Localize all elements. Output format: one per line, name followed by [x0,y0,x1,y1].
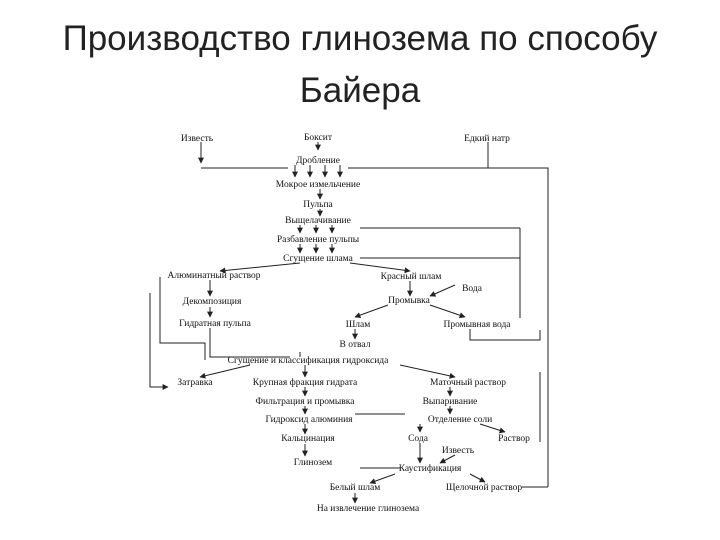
node-mokroe-izmelchenie: Мокрое измельчение [276,180,360,190]
flow-nodes: Известь Боксит Едкий натр Дробление Мокр… [167,133,530,514]
node-matochny-rastvor: Маточный раствор [430,377,506,388]
node-sgushchenie-shlama: Сгущение шлама [283,254,353,264]
node-gidratnaya-pulpa: Гидратная пульпа [179,319,252,329]
node-kalcinaciya: Кальцинация [281,434,335,444]
node-shlam: Шлам [346,320,371,330]
node-voda: Вода [462,284,483,294]
node-izvest-2: Известь [442,446,475,456]
node-razbavlenie-pulpy: Разбавление пульпы [277,234,360,245]
node-gidroksid-alyuminiya: Гидроксид алюминия [265,415,353,425]
node-izvest: Известь [181,134,214,144]
node-sgushchenie-gidroksida: Сгущение и классификация гидроксида [228,355,389,366]
node-bely-shlam: Белый шлам [330,482,381,493]
node-glinozem: Глинозем [294,458,332,468]
node-vyshchelachivanie: Выщелачивание [285,216,351,226]
node-dekompoziciya: Декомпозиция [183,297,242,307]
node-na-izvlechenie: На извлечение глинозема [317,504,420,514]
node-filtraciya: Фильтрация и промывка [256,397,356,407]
flow-connectors [149,142,549,504]
node-otdelenie-soli: Отделение соли [428,415,492,425]
node-edkiy-natr: Едкий натр [464,133,510,144]
node-droblenie: Дробление [296,155,340,166]
node-promyvka: Промывка [388,296,431,306]
node-zatravka: Затравка [177,378,213,388]
node-vyparivanie: Выпаривание [423,397,478,407]
slide-title-line-1: Производство глинозема по способу [62,19,658,58]
node-kaustifikaciya: Каустификация [399,463,462,474]
slide-title-line-2: Байера [299,71,421,110]
node-krupnaya-frakciya: Крупная фракция гидрата [253,377,358,388]
node-boksit: Боксит [304,133,333,143]
node-rastvor: Раствор [498,434,530,444]
node-pulpa: Пульпа [303,200,333,210]
node-shchelochnoy-rastvor: Щелочной раствор [446,482,523,493]
node-soda: Сода [408,434,429,444]
node-krasny-shlam: Красный шлам [381,271,442,282]
node-aluminatny-rastvor: Алюминатный раствор [167,270,260,281]
node-v-otval: В отвал [340,340,371,350]
node-promyvnaya-voda: Промывная вода [443,320,511,330]
